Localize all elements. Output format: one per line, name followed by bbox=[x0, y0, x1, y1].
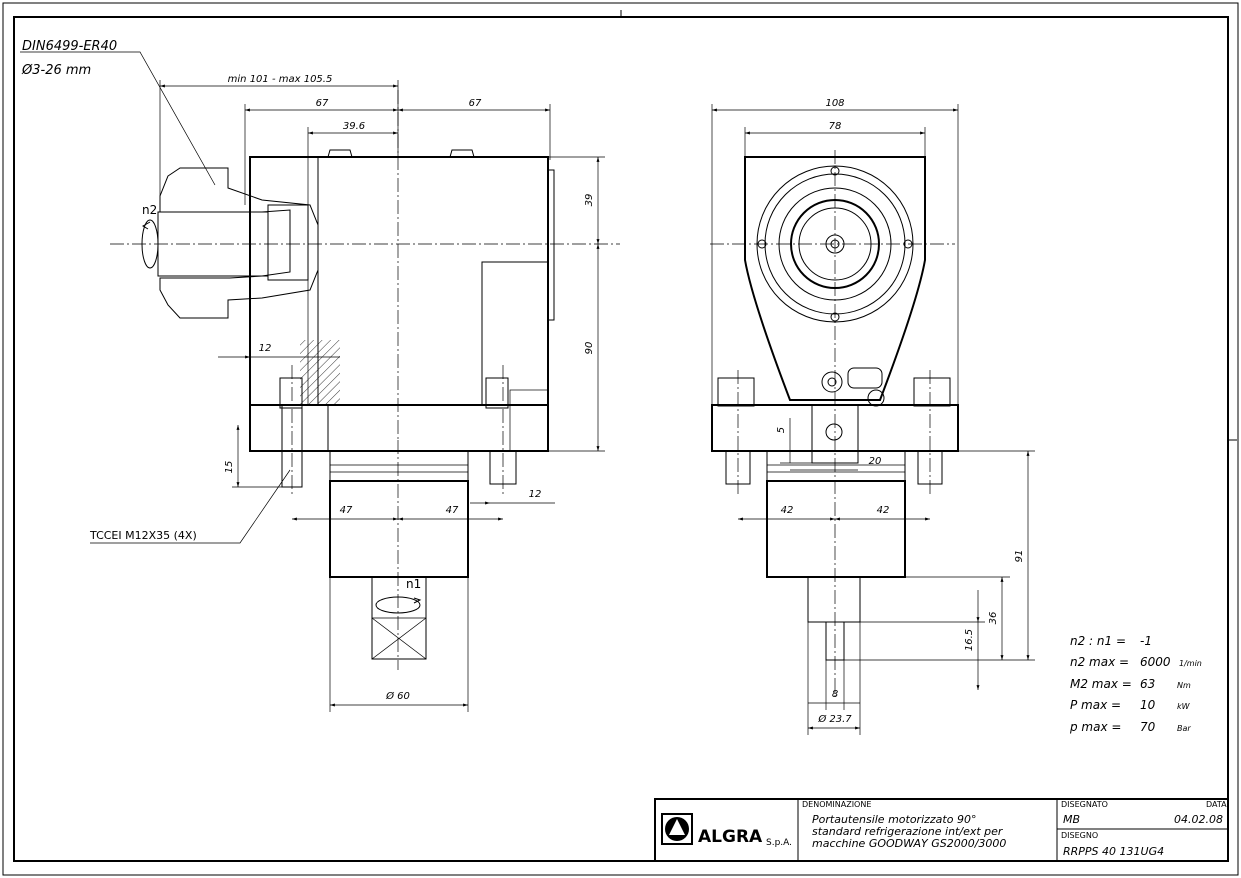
spec-value-3: 10 bbox=[1140, 698, 1156, 712]
spec-value-4: 70 bbox=[1140, 720, 1156, 734]
dim-36: 36 bbox=[988, 612, 999, 625]
labels-right: 108 78 5 20 42 42 91 36 16.5 8 Ø 23.7 bbox=[776, 98, 1025, 725]
disegnato-value: MB bbox=[1063, 813, 1080, 826]
dim-108: 108 bbox=[825, 98, 844, 109]
spec-unit-3: kW bbox=[1177, 702, 1191, 711]
shaft-tip bbox=[825, 621, 845, 661]
dim-15: 15 bbox=[224, 461, 235, 474]
dim-47-right: 47 bbox=[446, 505, 459, 516]
collet-spec-line2: Ø3-26 mm bbox=[21, 63, 91, 78]
title-block: ALGRA S.p.A. DENOMINAZIONE Portautensile… bbox=[654, 798, 1229, 862]
side-view-dimensions bbox=[20, 51, 605, 712]
front-view-dimensions bbox=[711, 104, 1035, 735]
output-cylinder bbox=[329, 480, 469, 578]
spec-label-3: P max = bbox=[1070, 698, 1121, 712]
collet-spec-line1: DIN6499-ER40 bbox=[22, 39, 117, 54]
spec-unit-4: Bar bbox=[1177, 724, 1191, 733]
company-suffix: S.p.A. bbox=[766, 838, 792, 848]
dim-42-left: 42 bbox=[781, 505, 794, 516]
spec-label-2: M2 max = bbox=[1070, 677, 1132, 691]
spec-value-0: -1 bbox=[1140, 634, 1152, 648]
specs-table: n2 : n1 = -1 n2 max = 6000 1/min M2 max … bbox=[1069, 634, 1202, 734]
spec-label-0: n2 : n1 = bbox=[1070, 634, 1126, 648]
spec-label-4: p max = bbox=[1069, 720, 1121, 734]
dim-39: 39 bbox=[584, 194, 595, 207]
data-label: DATA bbox=[1206, 800, 1227, 809]
data-value: 04.02.08 bbox=[1174, 813, 1223, 826]
dim-overall: min 101 - max 105.5 bbox=[228, 74, 333, 85]
dim-5: 5 bbox=[776, 427, 787, 433]
dim-39-6: 39.6 bbox=[343, 121, 365, 132]
front-output-cylinder bbox=[766, 480, 906, 578]
dim-42-right: 42 bbox=[877, 505, 890, 516]
dim-12-top: 12 bbox=[259, 343, 272, 354]
dim-47-left: 47 bbox=[340, 505, 353, 516]
dim-90: 90 bbox=[584, 342, 595, 355]
labels-left: DIN6499-ER40 Ø3-26 mm min 101 - max 105.… bbox=[21, 39, 595, 702]
spec-value-1: 6000 bbox=[1140, 655, 1171, 669]
dim-dia-60: Ø 60 bbox=[385, 690, 410, 702]
desc-line3: macchine GOODWAY GS2000/3000 bbox=[812, 837, 1006, 850]
company-name: ALGRA bbox=[698, 827, 763, 847]
screw-note: TCCEI M12X35 (4X) bbox=[89, 529, 197, 542]
spec-value-2: 63 bbox=[1140, 677, 1155, 691]
spec-unit-1: 1/min bbox=[1179, 659, 1202, 668]
desc-line2: standard refrigerazione int/ext per bbox=[812, 825, 1004, 838]
dim-67-right: 67 bbox=[469, 98, 482, 109]
collet-nut bbox=[159, 167, 319, 319]
disegno-value: RRPPS 40 131UG4 bbox=[1063, 845, 1164, 858]
dim-78: 78 bbox=[829, 121, 842, 132]
desc-line1: Portautensile motorizzato 90° bbox=[812, 813, 976, 826]
denominazione-label: DENOMINAZIONE bbox=[802, 800, 871, 809]
label-n2: n2 bbox=[142, 203, 157, 217]
dim-16-5: 16.5 bbox=[964, 629, 975, 651]
label-n1: n1 bbox=[406, 577, 421, 591]
side-view bbox=[110, 90, 620, 670]
algra-logo bbox=[661, 813, 693, 845]
disegnato-label: DISEGNATO bbox=[1061, 800, 1108, 809]
front-view bbox=[710, 150, 959, 700]
spec-unit-2: Nm bbox=[1177, 681, 1191, 690]
dim-8: 8 bbox=[832, 689, 838, 700]
spec-label-1: n2 max = bbox=[1070, 655, 1129, 669]
dim-91: 91 bbox=[1014, 550, 1025, 563]
dim-dia-23-7: Ø 23.7 bbox=[817, 713, 852, 725]
dim-12-bottom: 12 bbox=[529, 489, 542, 500]
front-housing bbox=[744, 156, 926, 401]
dim-67-left: 67 bbox=[316, 98, 329, 109]
disegno-label: DISEGNO bbox=[1061, 831, 1098, 840]
dim-20: 20 bbox=[869, 456, 882, 467]
